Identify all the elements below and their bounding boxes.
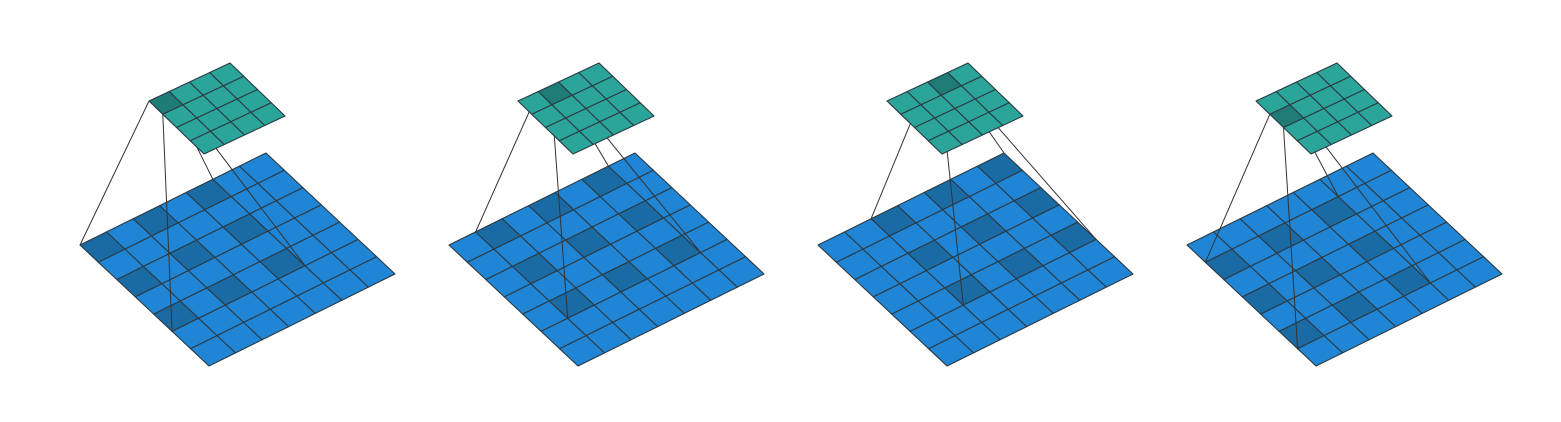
connector-line [79,100,150,246]
input-cell [1456,256,1503,288]
connector-line [551,104,569,319]
input-grid [448,152,765,367]
output-grid [148,62,286,155]
connector-line [1283,127,1299,349]
connector-line [162,114,173,332]
output-cell [250,102,286,127]
connector-line [475,91,539,233]
output-cell [988,102,1024,127]
panel-2 [448,62,765,367]
output-grid [1255,62,1393,155]
input-cell [349,256,396,288]
output-grid [517,62,655,155]
input-cell [1087,256,1134,288]
panel-1 [79,62,396,367]
panel-4 [1186,62,1503,367]
output-grid [886,62,1024,155]
connector-line [1204,114,1271,263]
input-grid [1186,152,1503,367]
input-grid [79,152,396,367]
output-cell [1357,102,1393,127]
panel-3 [817,62,1134,367]
output-cell [619,102,655,127]
input-grid [817,152,1134,367]
input-cell [718,256,765,288]
